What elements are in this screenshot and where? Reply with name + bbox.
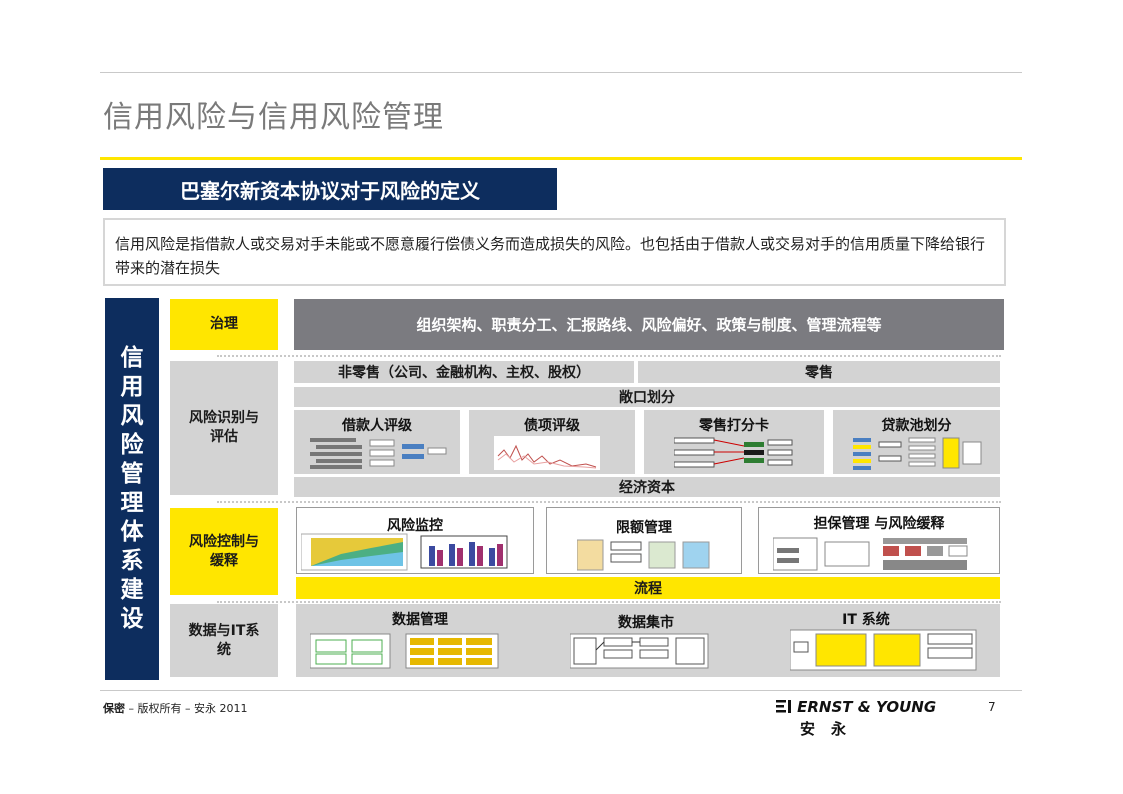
exposure-bar: 敞口划分 [294,387,1000,407]
identification-label: 风险识别与评估 [170,361,278,495]
sidebar-char: 理 [120,490,144,516]
scorecard-flow-thumbnail [674,437,793,468]
economic-capital-bar: 经济资本 [294,477,1000,497]
collateral-diagram-thumbnail [773,537,968,571]
sidebar-char: 设 [120,606,144,632]
ernst-young-logo: ERNST & YOUNG [776,697,936,716]
card-title: 数据管理 [392,612,448,628]
definition-heading: 巴塞尔新资本协议对于风险的定义 [103,168,557,210]
data-management-thumbnail [310,633,499,669]
collateral-mitigation-card: 担保管理 与风险缓释 [758,507,1000,574]
definition-box: 信用风险是指借款人或交易对手未能或不愿意履行偿债义务而造成损失的风险。也包括由于… [103,218,1006,286]
card-title: 零售打分卡 [699,418,769,434]
loan-pool-card: 贷款池划分 [833,410,1000,474]
page-number: 7 [988,700,996,714]
data-it-label: 数据与IT系统 [170,604,278,677]
facility-rating-card: 债项评级 [469,410,635,474]
card-title: IT 系统 [842,612,890,628]
card-title: 贷款池划分 [881,418,952,434]
logo-text-cn: 安永 [800,720,863,738]
borrower-rating-card: 借款人评级 [294,410,460,474]
control-label: 风险控制与缓释 [170,508,278,595]
row-divider [217,601,1001,603]
rating-diagram-thumbnail [310,438,447,469]
sidebar-char: 用 [120,374,144,400]
footer-divider [100,690,1022,691]
sidebar-char: 信 [120,345,144,371]
card-title: 借款人评级 [342,418,412,434]
copyright-text: – 版权所有 – 安永 2011 [125,702,248,715]
top-divider [100,72,1022,73]
governance-content: 组织架构、职责分工、汇报路线、风险偏好、政策与制度、管理流程等 [294,299,1004,350]
card-title: 债项评级 [524,418,580,434]
card-title: 数据集市 [618,615,674,631]
risk-monitoring-card: 风险监控 [296,507,534,574]
data-it-panel: 数据管理 数据集市 IT 系统 [296,604,1000,677]
row-divider [217,501,1001,503]
pool-tree-thumbnail [853,437,982,470]
sidebar-char: 险 [120,432,144,458]
data-mart-thumbnail [570,633,709,669]
it-system-thumbnail [790,629,977,671]
sidebar-char: 管 [120,461,144,487]
logo-text-en: ERNST & YOUNG [797,698,937,716]
card-title: 风险监控 [387,518,443,534]
page-title: 信用风险与信用风险管理 [103,100,444,135]
framework-sidebar: 信 用 风 险 管 理 体 系 建 设 [105,298,159,680]
card-title: 担保管理 与风险缓释 [813,516,945,532]
governance-label: 治理 [170,299,278,350]
limit-management-card: 限额管理 [546,507,742,574]
monitoring-dashboard-thumbnail [301,533,508,571]
line-chart-thumbnail [494,436,600,470]
sidebar-char: 体 [120,519,144,545]
footer-copyright: 保密 – 版权所有 – 安永 2011 [103,700,247,716]
confidential-label: 保密 [103,702,125,715]
row-divider [217,355,1001,357]
retail-scorecard-card: 零售打分卡 [644,410,824,474]
process-bar: 流程 [296,577,1000,599]
card-title: 限额管理 [616,520,672,536]
ey-mark-icon [776,700,791,713]
title-underline [100,157,1022,160]
retail-bar: 零售 [638,361,1000,383]
sidebar-char: 系 [120,548,144,574]
non-retail-bar: 非零售（公司、金融机构、主权、股权） [294,361,634,383]
sidebar-char: 建 [120,577,144,603]
sidebar-char: 风 [120,403,144,429]
limit-flow-thumbnail [577,539,710,571]
